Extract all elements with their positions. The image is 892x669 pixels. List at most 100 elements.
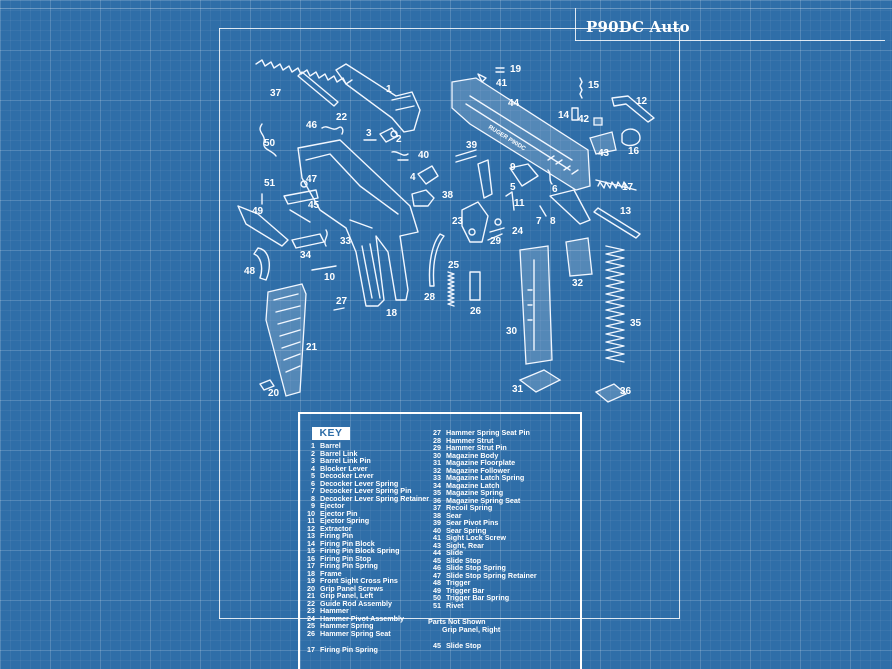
callout-38: 38 xyxy=(442,190,454,201)
part-firing-pin-block xyxy=(571,107,579,121)
key-item-number: 23 xyxy=(307,606,315,615)
key-item-number: 38 xyxy=(433,510,441,520)
frame-line-bottom xyxy=(219,618,679,619)
part-grip-panel xyxy=(265,283,307,397)
key-item-name: Firing Pin Block Spring xyxy=(320,546,400,555)
key-item-name: Grip Panel, Right xyxy=(442,624,501,634)
key-item-name: Decocker Lever Spring Pin xyxy=(320,486,412,495)
key-item-name: Ejector Spring xyxy=(320,516,370,525)
callout-34: 34 xyxy=(300,250,312,261)
part-grip-screw xyxy=(259,379,275,391)
callout-21: 21 xyxy=(306,342,318,353)
key-item-name: Slide Stop Spring xyxy=(446,563,506,572)
key-item-name: Hammer Spring Seat xyxy=(320,628,391,638)
callout-13: 13 xyxy=(620,206,632,217)
key-item-number: 34 xyxy=(433,480,441,490)
title-box-bottom xyxy=(575,40,885,41)
part-extractor xyxy=(611,95,655,123)
part-hammer-pivot xyxy=(489,218,505,233)
callout-4: 4 xyxy=(410,172,416,183)
key-item-number: 1 xyxy=(311,441,315,450)
key-item-number: 4 xyxy=(311,463,315,473)
callout-35: 35 xyxy=(630,318,642,329)
callout-40: 40 xyxy=(418,150,430,161)
callout-36: 36 xyxy=(620,386,632,397)
key-item-name: Trigger Bar Spring xyxy=(446,593,510,602)
callout-41: 41 xyxy=(496,78,508,89)
part-hammer xyxy=(461,201,489,243)
callout-39: 39 xyxy=(466,140,478,151)
key-not-shown-item: Grip Panel, Right xyxy=(428,624,537,634)
callout-23: 23 xyxy=(452,216,464,227)
key-item-name: Magazine Body xyxy=(446,450,499,460)
callout-51: 51 xyxy=(264,178,276,189)
part-hammer-seat-pin xyxy=(333,307,345,311)
key-item-name: Ejector Pin xyxy=(320,508,358,518)
key-item-number: 6 xyxy=(311,478,315,488)
part-magazine-body xyxy=(519,245,553,365)
callout-48: 48 xyxy=(244,266,256,277)
key-item-name: Barrel Link xyxy=(320,448,358,458)
callout-49: 49 xyxy=(252,206,264,217)
key-item-name: Sear Spring xyxy=(446,525,487,535)
key-item-name: Hammer Spring xyxy=(320,621,374,630)
callout-24: 24 xyxy=(512,226,524,237)
frame-line-top xyxy=(219,28,679,29)
callout-20: 20 xyxy=(268,388,280,399)
key-item-number: 18 xyxy=(307,568,315,578)
part-hammer-strut xyxy=(428,233,445,287)
part-firing-pin-spring xyxy=(595,179,637,191)
key-item-name: Parts Not Shown xyxy=(428,617,486,626)
key-item-number: 29 xyxy=(433,443,441,452)
key-item-number: 43 xyxy=(433,540,441,550)
callout-16: 16 xyxy=(628,146,640,157)
part-slide: RUGER P90DC xyxy=(451,77,591,191)
key-item-name: Sight Lock Screw xyxy=(446,533,506,542)
key-not-shown-title: Parts Not Shown xyxy=(428,618,537,626)
frame-line-left xyxy=(219,28,220,619)
key-item-name: Firing Pin Spring xyxy=(320,645,378,654)
key-item-name: Firing Pin Spring xyxy=(320,561,378,570)
callout-19: 19 xyxy=(510,64,522,75)
part-sear-pivot-pins xyxy=(455,149,477,163)
callout-7: 7 xyxy=(536,216,542,227)
key-item-name: Firing Pin xyxy=(320,531,354,540)
part-hammer-spring xyxy=(447,271,455,307)
part-slide-stop-spring xyxy=(321,126,344,135)
callout-25: 25 xyxy=(448,260,460,271)
part-magazine-latch-spring xyxy=(324,229,328,247)
outer-top-line xyxy=(0,8,892,9)
part-hammer-spring-seat xyxy=(469,271,481,301)
key-item-name: Magazine Latch xyxy=(446,480,500,490)
callout-9: 9 xyxy=(510,162,516,173)
key-item-name: Magazine Spring xyxy=(446,488,504,497)
key-item-number: 24 xyxy=(307,613,315,623)
key-item-name: Sear Pivot Pins xyxy=(446,518,499,527)
key-item-name: Magazine Follower xyxy=(446,465,510,475)
part-ejector-spring xyxy=(505,191,515,211)
key-item-name: Decocker Lever Spring Retainer xyxy=(320,493,430,503)
key-item-name: Hammer Strut xyxy=(446,435,494,445)
callout-31: 31 xyxy=(512,384,524,395)
callout-32: 32 xyxy=(572,278,584,289)
